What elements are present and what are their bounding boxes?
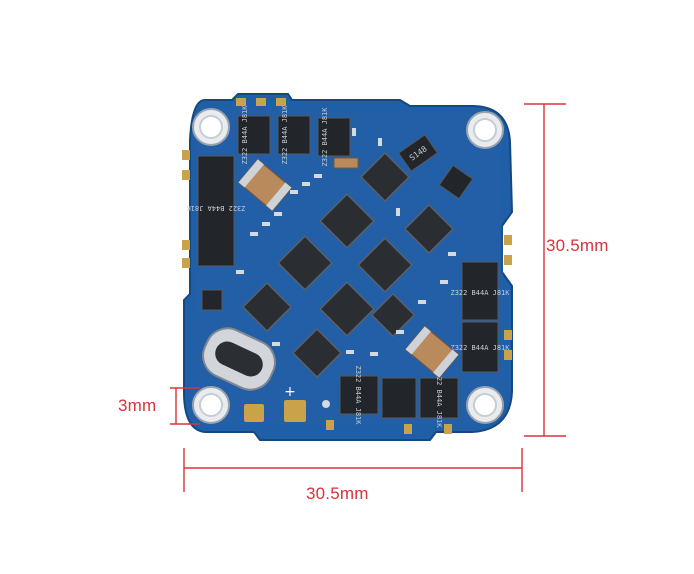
switch-component xyxy=(201,289,223,311)
solder-pads xyxy=(182,98,512,434)
driver-chips xyxy=(241,151,455,379)
mosfet-top-1: Z322 B44A J81K xyxy=(237,105,271,165)
mounting-hole-top-left xyxy=(192,108,230,146)
mosfet-marking: Z322 B44A J81K xyxy=(450,289,510,297)
mosfet-left-1: Z322 B44A J81K xyxy=(186,155,246,267)
hole-offset-dimension-line xyxy=(170,387,200,425)
capacitor-right xyxy=(404,325,460,379)
mounting-hole-top-right xyxy=(466,111,504,149)
mosfet-bottom-3 xyxy=(381,377,417,419)
mosfet-top-3: Z322 B44A J81K xyxy=(317,107,351,167)
plus-marker: + xyxy=(284,384,296,400)
mosfet-marking: Z322 B44A J81K xyxy=(281,105,289,165)
mosfet-marking: Z322 B44A J81K xyxy=(186,204,246,212)
mosfet-marking: Z322 B44A J81K xyxy=(321,107,329,167)
hole-offset-dimension-label: 3mm xyxy=(118,396,157,415)
capacitor-small xyxy=(333,157,359,169)
mosfet-right-2: Z322 B44A J81K xyxy=(450,321,510,373)
mosfet-top-2: Z322 B44A J81K xyxy=(277,105,311,165)
mosfet-marking: Z322 B44A J81K xyxy=(435,368,443,428)
height-dimension-label: 30.5mm xyxy=(546,236,609,255)
passive-components xyxy=(236,128,456,356)
width-dimension-line xyxy=(183,448,523,492)
led xyxy=(322,400,330,408)
transistor xyxy=(438,164,474,200)
small-ic: S148 xyxy=(397,134,439,172)
capacitor-left xyxy=(237,158,293,212)
height-dimension-line xyxy=(524,103,566,437)
usb-port xyxy=(202,327,276,391)
mosfet-bottom-1: Z322 B44A J81K xyxy=(339,365,379,425)
mounting-hole-bottom-left xyxy=(192,386,230,424)
mosfet-marking: Z322 B44A J81K xyxy=(450,344,510,352)
width-dimension-label: 30.5mm xyxy=(306,484,369,503)
mosfet-right-1: Z322 B44A J81K xyxy=(450,261,510,321)
mounting-hole-bottom-right xyxy=(466,386,504,424)
mosfet-marking: Z322 B44A J81K xyxy=(354,365,362,425)
mosfet-marking: Z322 B44A J81K xyxy=(241,105,249,165)
